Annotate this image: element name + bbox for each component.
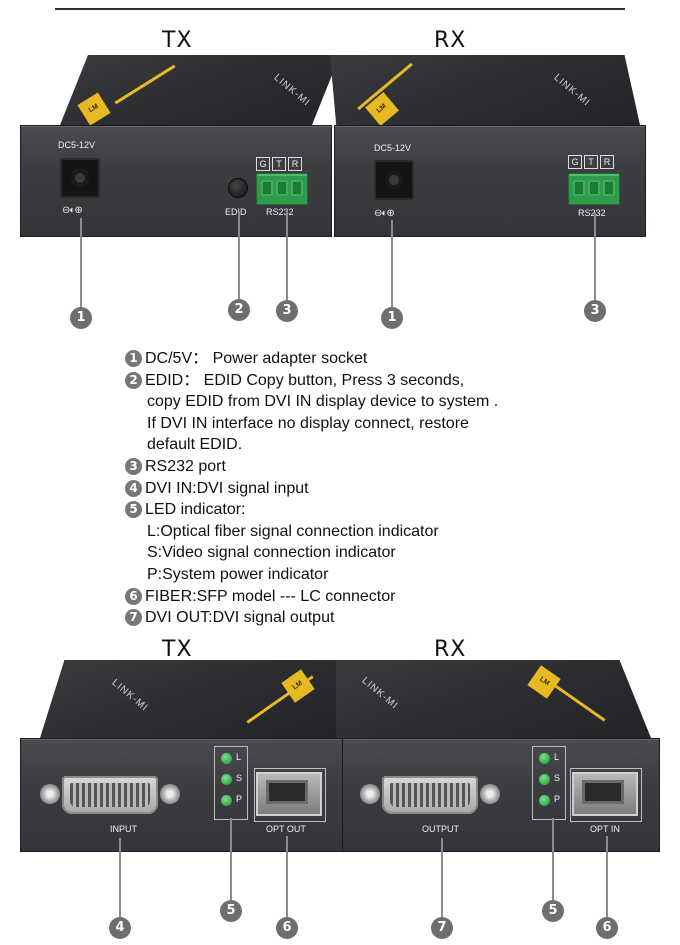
- callout-marker: 3: [584, 300, 606, 322]
- rx-sfp-port[interactable]: [572, 772, 638, 816]
- led-p-indicator: [539, 795, 550, 806]
- led-letter: P: [236, 794, 243, 804]
- legend-text: copy EDID from DVI IN display device to …: [147, 393, 499, 411]
- legend-number-badge: 2: [125, 371, 142, 389]
- polarity-icon: ⊖◐⊕: [374, 208, 395, 219]
- tx-sfp-port[interactable]: [256, 772, 322, 816]
- callout-leader: [238, 212, 240, 300]
- callout-leader: [80, 218, 82, 310]
- legend-text: S:Video signal connection indicator: [147, 544, 396, 562]
- tx-input-label: INPUT: [110, 824, 137, 834]
- top-tx-heading: TX: [162, 28, 193, 53]
- led-l-indicator: [221, 753, 232, 764]
- rx-opt-in-label: OPT IN: [590, 824, 620, 834]
- legend-text: If DVI IN interface no display connect, …: [147, 414, 469, 432]
- legend-text: L:Optical fiber signal connection indica…: [147, 522, 439, 540]
- tx-dc-label: DC5-12V: [58, 140, 96, 150]
- callout-leader: [441, 838, 443, 920]
- tx-dvi-input-port[interactable]: [40, 772, 180, 818]
- led-s-indicator: [539, 774, 550, 785]
- callout-leader: [119, 838, 121, 920]
- callout-leader: [606, 836, 608, 920]
- legend-text: EDID： EDID Copy button, Press 3 seconds,: [145, 371, 465, 389]
- callout-leader: [391, 220, 393, 308]
- callout-marker: 6: [596, 917, 618, 939]
- bottom-rx-device: LINK-MI LM OUTPUT L S P OPT IN: [336, 660, 661, 855]
- top-rx-heading: RX: [434, 28, 467, 53]
- callout-marker: 4: [109, 917, 131, 939]
- top-divider: [55, 8, 625, 10]
- legend-number-badge: 3: [125, 458, 142, 476]
- callout-marker: 5: [542, 900, 564, 922]
- callout-marker: 1: [70, 307, 92, 329]
- callout-leader: [552, 818, 554, 902]
- sfp-frame: [570, 768, 642, 822]
- legend-text: FIBER:SFP model --- LC connector: [145, 587, 396, 605]
- rx-output-label: OUTPUT: [422, 824, 459, 834]
- rx-rs232-label: RS232: [578, 208, 606, 218]
- led-s-indicator: [221, 774, 232, 785]
- callout-marker: 3: [276, 300, 298, 322]
- led-p-indicator: [221, 795, 232, 806]
- bottom-tx-device: LINK-MI LM INPUT L S P OPT OUT: [20, 660, 345, 855]
- legend-text: P:System power indicator: [147, 565, 329, 583]
- tx-rs232-terminal[interactable]: [256, 173, 308, 205]
- callout-leader: [594, 212, 596, 300]
- callout-marker: 1: [381, 307, 403, 329]
- callout-leader: [286, 836, 288, 920]
- led-letter: L: [236, 752, 242, 762]
- callout-marker: 2: [228, 299, 250, 321]
- tx-dc-jack[interactable]: [60, 158, 100, 198]
- tx-opt-out-label: OPT OUT: [266, 824, 306, 834]
- legend-text: DC/5V： Power adapter socket: [145, 350, 368, 367]
- bottom-rx-heading: RX: [434, 637, 467, 662]
- callout-leader: [286, 210, 288, 302]
- legend-text: RS232 port: [145, 457, 226, 475]
- legend-number-badge: 4: [125, 479, 142, 497]
- legend-number-badge: 6: [125, 587, 142, 605]
- led-frame: [532, 746, 566, 820]
- callout-marker: 5: [220, 900, 242, 922]
- edid-button[interactable]: [228, 178, 248, 198]
- sfp-frame: [254, 768, 326, 822]
- led-letter: S: [236, 773, 243, 783]
- led-letter: P: [554, 794, 561, 804]
- legend-text: default EDID.: [147, 436, 243, 454]
- tx-edid-label: EDID: [225, 207, 247, 217]
- legend-text: DVI IN:DVI signal input: [145, 479, 309, 497]
- legend-number-badge: 5: [125, 501, 142, 519]
- rx-rs232-terminal[interactable]: [568, 173, 620, 205]
- led-letter: L: [554, 752, 560, 762]
- polarity-icon: ⊖◐⊕: [62, 205, 83, 216]
- callout-marker: 6: [276, 917, 298, 939]
- rx-dvi-output-port[interactable]: [360, 772, 500, 818]
- bottom-tx-heading: TX: [162, 637, 193, 662]
- rx-dc-jack[interactable]: [374, 160, 414, 200]
- callout-leader: [230, 818, 232, 902]
- rx-dc-label: DC5-12V: [374, 143, 412, 153]
- legend-text: DVI OUT:DVI signal output: [145, 609, 335, 627]
- tx-rs232-label: RS232: [266, 207, 294, 217]
- legend-text: LED indicator:: [145, 501, 246, 519]
- led-l-indicator: [539, 753, 550, 764]
- led-letter: S: [554, 773, 561, 783]
- legend-number-badge: 7: [125, 609, 142, 627]
- callout-marker: 7: [431, 917, 453, 939]
- legend-number-badge: 1: [125, 350, 142, 368]
